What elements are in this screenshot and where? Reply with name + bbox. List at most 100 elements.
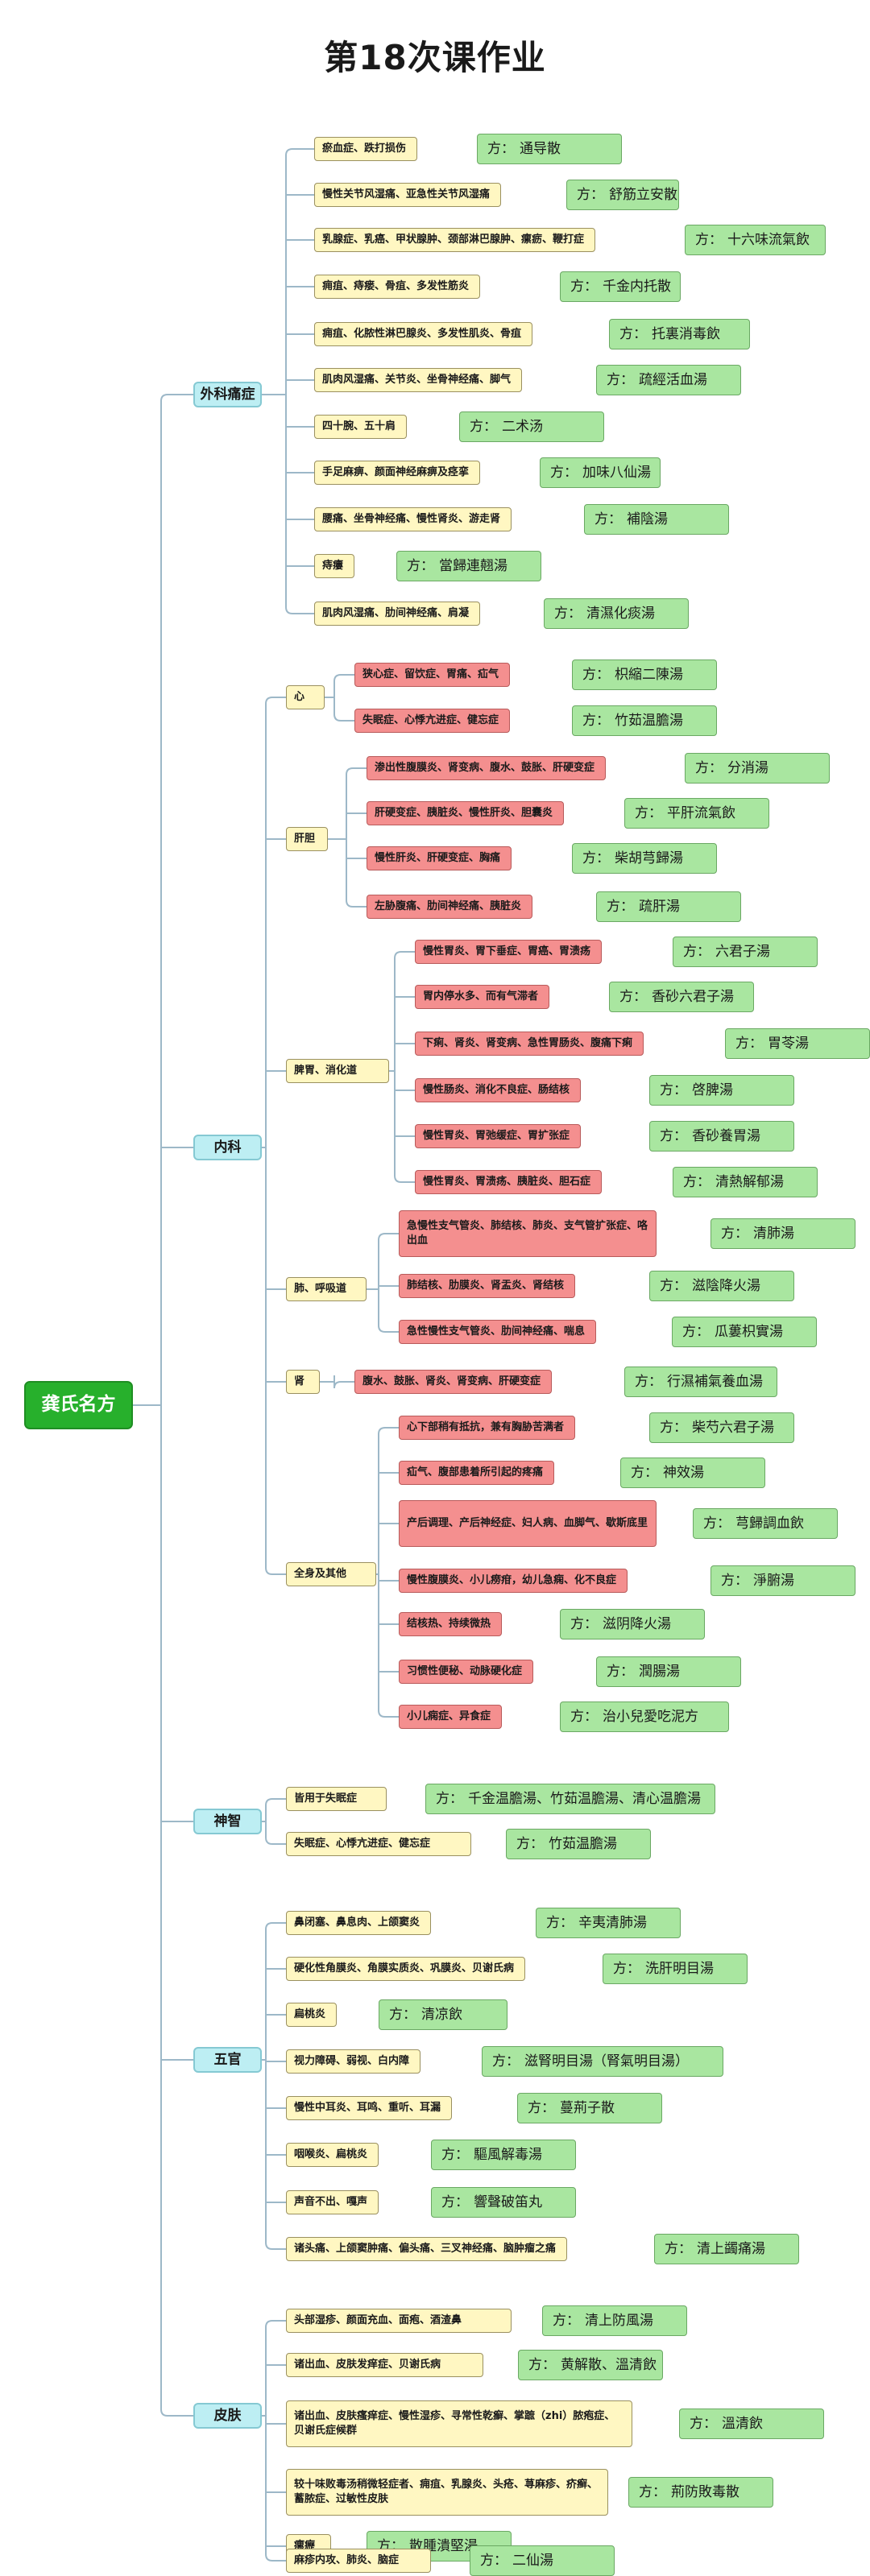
category-3: 五官 [193,2047,262,2073]
connector [160,394,193,402]
fang-name: 千金内托散 [603,278,671,295]
prescription-9: 方：當歸連翹湯 [396,551,541,581]
fang-name: 洗肝明目湯 [645,1960,714,1977]
condition-s1: 失眠症、心悸亢进症、健忘症 [286,1832,471,1856]
prescription-4: 方：托裏消毒飲 [609,319,750,349]
fang-prefix: 方： [660,1277,687,1294]
fang-name: 平肝流氣飲 [667,804,735,821]
condition-0-0: 狭心症、留饮症、胃痛、疝气 [354,663,510,687]
prescription-p2: 方：溫清飲 [679,2409,824,2439]
condition-2-4: 慢性胃炎、胃弛缓症、胃扩张症 [415,1124,581,1148]
connector [265,1922,286,1930]
fang-name: 驅風解毒湯 [474,2146,542,2163]
connector [334,1381,354,1389]
connector [378,1233,399,1241]
condition-5-2: 产后调理、产后神经症、妇人病、血脚气、歇斯底里 [399,1500,657,1547]
prescription-0: 方：通导散 [477,134,622,164]
condition-p1: 诸出血、皮肤发痒症、贝谢氏病 [286,2353,483,2377]
condition-5-4: 结核热、持续微热 [399,1612,502,1636]
condition-9: 痔瘻 [314,554,354,578]
group-2: 脾胃、消化道 [286,1059,389,1083]
group-4: 肾 [286,1370,320,1394]
prescription-2-2: 方：胃苓湯 [725,1028,870,1059]
fang-prefix: 方： [635,1373,662,1390]
prescription-2-1: 方：香砂六君子湯 [609,982,754,1012]
fang-prefix: 方： [582,850,610,866]
prescription-p0: 方：清上防風湯 [542,2305,687,2336]
fang-name: 十六味流氣飲 [727,231,810,248]
fang-name: 清肺湯 [753,1225,794,1242]
fang-prefix: 方： [660,1081,687,1098]
fang-name: 清上蠲痛湯 [697,2240,765,2257]
condition-f3: 视力障碍、弱视、白内障 [286,2049,420,2074]
condition-p3: 较十味败毒汤稍微轻症者、痈疽、乳腺炎、头疮、荨麻疹、疥癣、蓄脓症、过敏性皮肤 [286,2469,608,2516]
fang-prefix: 方： [407,557,434,574]
condition-0: 瘀血症、跌打损伤 [314,137,417,161]
prescription-s0: 方：千金温膽湯、竹茹温膽湯、清心温膽湯 [425,1784,715,1814]
fang-prefix: 方： [682,1323,710,1340]
fang-prefix: 方： [594,511,622,527]
prescription-f5: 方：驅風解毒湯 [431,2140,576,2170]
prescription-5-5: 方：潤腸湯 [596,1656,741,1687]
fang-prefix: 方： [389,2006,416,2023]
fang-name: 行濕補氣養血湯 [667,1373,763,1390]
group-3: 肺、呼吸道 [286,1277,367,1301]
fang-prefix: 方： [721,1225,748,1242]
fang-name: 疏經活血湯 [639,371,707,388]
condition-2-0: 慢性胃炎、胃下垂症、胃癌、胃溃疡 [415,940,602,964]
condition-1-3: 左胁腹痛、肋间神经痛、胰脏炎 [367,895,532,919]
condition-f5: 咽喉炎、扁桃炎 [286,2143,379,2167]
fang-name: 補陰湯 [627,511,668,527]
prescription-5: 方：疏經活血湯 [596,365,741,395]
fang-name: 通导散 [520,140,561,157]
prescription-p1: 方：黄解散、溫清飲 [518,2350,663,2380]
condition-0-1: 失眠症、心悸亢进症、健忘症 [354,709,510,733]
condition-5-0: 心下部稍有抵抗，兼有胸胁苦满者 [399,1416,575,1440]
fang-name: 分消湯 [727,759,768,776]
connector [265,2242,286,2250]
prescription-f7: 方： 清上蠲痛湯 [654,2234,799,2264]
connector [265,1837,286,1845]
condition-2-1: 胃内停水多、而有气滞者 [415,985,549,1009]
category-0: 外科痛症 [193,382,262,407]
condition-2-3: 慢性肠炎、消化不良症、肠结核 [415,1078,581,1102]
condition-p0: 头部湿疹、颜面充血、面疱、酒渣鼻 [286,2309,512,2333]
fang-prefix: 方： [660,1419,687,1436]
fang-prefix: 方： [480,2552,508,2569]
prescription-8: 方： 補陰湯 [584,504,729,535]
prescription-7: 方：加味八仙湯 [540,457,661,488]
fang-name: 治小兒愛吃泥方 [603,1708,698,1725]
fang-prefix: 方： [470,418,497,435]
fang-prefix: 方： [577,186,604,203]
condition-5-5: 习惯性便秘、动脉硬化症 [399,1660,533,1684]
condition-3: 痈疽、痔瘘、骨疽、多发性筋炎 [314,275,480,299]
fang-prefix: 方： [635,804,662,821]
fang-name: 清上防風湯 [585,2312,653,2329]
prescription-5-3: 方：淨腑湯 [710,1565,856,1596]
fang-name: 柴胡芎歸湯 [615,850,683,866]
fang-prefix: 方： [492,2053,520,2069]
fang-prefix: 方： [665,2240,692,2257]
connector [346,767,367,775]
root-node: 龚氏名方 [24,1381,133,1429]
prescription-2-0: 方：六君子湯 [673,937,818,967]
connector [378,1427,399,1435]
connector [285,606,314,614]
page-title: 第18次课作业 [324,38,546,77]
condition-1: 慢性关节风湿痛、亚急性关节风湿痛 [314,183,501,207]
group-1: 肝胆 [286,827,328,851]
prescription-5-4: 方：滋阴降火湯 [560,1609,705,1639]
prescription-f2: 方： 清凉飲 [379,1999,508,2030]
prescription-p5: 方：二仙湯 [470,2545,615,2576]
fang-name: 竹茹温膽湯 [549,1835,617,1852]
fang-name: 疏肝湯 [639,898,680,915]
condition-2-5: 慢性胃炎、胃溃疡、胰脏炎、胆石症 [415,1170,602,1194]
prescription-f0: 方：辛夷清肺湯 [536,1908,681,1938]
fang-prefix: 方： [703,1515,731,1532]
fang-prefix: 方： [582,666,610,683]
connector [285,148,314,156]
prescription-5-1: 方：神效湯 [620,1458,765,1488]
fang-prefix: 方： [550,464,578,481]
prescription-s1: 方：竹茹温膽湯 [506,1829,651,1859]
fang-name: 清凉飲 [421,2006,462,2023]
